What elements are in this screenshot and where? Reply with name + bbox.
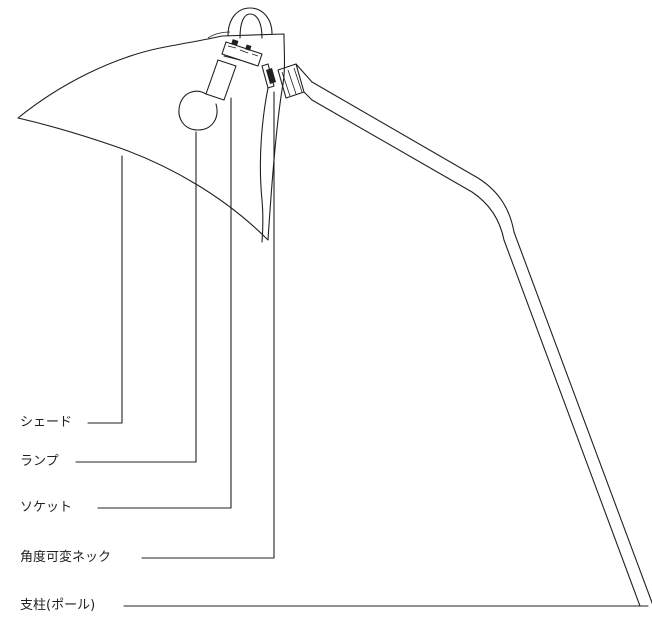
leader-lamp [75,131,197,463]
label-pole: 支柱(ポール) [20,598,96,613]
label-neck: 角度可変ネック [20,550,112,565]
leader-neck [141,91,275,559]
leader-socket [97,97,232,509]
bulb-drawing [178,90,218,131]
leader-shade [87,155,123,424]
pole-drawing [311,81,652,607]
neck-drawing [259,63,313,243]
hook-drawing [227,7,273,39]
label-lamp: ランプ [20,454,59,469]
label-socket: ソケット [20,500,73,515]
socket-drawing [205,39,263,101]
shade-drawing [17,31,286,241]
leader-lines [75,91,649,607]
label-shade: シェード [20,415,73,430]
